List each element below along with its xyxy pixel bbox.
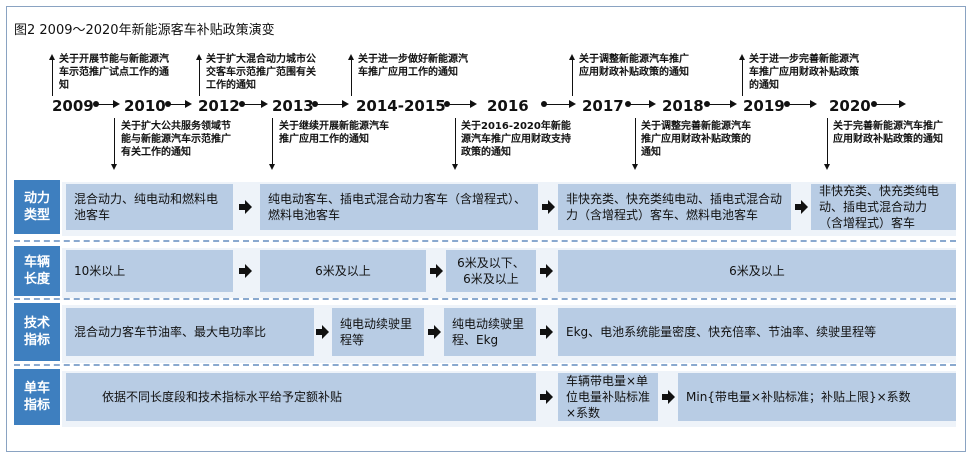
timeline-arrow xyxy=(93,100,120,108)
down-arrow-2013 xyxy=(269,118,275,170)
year-2018: 2018 xyxy=(662,97,704,115)
up-arrow-2017 xyxy=(569,54,575,96)
right-arrow-icon xyxy=(239,264,253,278)
right-arrow-icon xyxy=(662,390,676,404)
right-arrow-icon xyxy=(540,264,554,278)
year-2016: 2016 xyxy=(487,97,529,115)
down-arrow-2020 xyxy=(824,118,830,170)
year-2012: 2012 xyxy=(198,97,240,115)
right-arrow-icon xyxy=(795,200,809,214)
timeline-arrow xyxy=(444,100,477,108)
power-type-cell-1: 混合动力、纯电动和燃料电池客车 xyxy=(66,184,233,230)
year-2010: 2010 xyxy=(124,97,166,115)
row-label-tech-index: 技术 指标 xyxy=(14,303,60,361)
power-type-cell-4: 非快充类、快充类纯电动、插电式混合动力（含增程式）客车 xyxy=(811,184,956,230)
timeline-arrow xyxy=(541,100,576,108)
figure-title: 图2 2009～2020年新能源客车补贴政策演变 xyxy=(14,23,275,38)
right-arrow-icon xyxy=(239,200,253,214)
policy-note-2009: 关于开展节能与新能源汽车示范推广试点工作的通知 xyxy=(59,54,169,91)
timeline-arrow xyxy=(871,100,906,108)
policy-note-2014-2015: 关于进一步做好新能源汽车推广应用工作的通知 xyxy=(358,54,468,78)
timeline-arrow xyxy=(704,100,737,108)
year-2020: 2020 xyxy=(829,97,871,115)
per-vehicle-cell-3: Min{带电量×补贴标准；补贴上限}×系数 xyxy=(678,373,956,421)
timeline-arrow xyxy=(312,100,349,108)
policy-note-2020: 关于完善新能源汽车推广应用财政补贴政策的通知 xyxy=(833,121,943,145)
tech-index-cell-1: 混合动力客车节油率、最大电功率比 xyxy=(66,308,314,356)
down-arrow-2010 xyxy=(111,118,117,170)
timeline-arrow xyxy=(165,100,192,108)
tech-index-cell-2: 纯电动续驶里程等 xyxy=(332,308,424,356)
timeline-arrow xyxy=(784,100,817,108)
row-separator xyxy=(14,364,956,366)
row-separator xyxy=(14,298,956,300)
timeline-arrow xyxy=(625,100,656,108)
policy-note-2012: 关于扩大混合动力城市公交客车示范推广范围有关工作的通知 xyxy=(206,54,316,91)
year-2013: 2013 xyxy=(272,97,314,115)
year-2019: 2019 xyxy=(743,97,785,115)
power-type-cell-3: 非快充类、快充类纯电动、插电式混合动力（含增程式）客车、燃料电池客车 xyxy=(558,184,791,230)
policy-note-2017: 关于调整新能源汽车推广应用财政补贴政策的通知 xyxy=(579,54,689,78)
right-arrow-icon xyxy=(428,325,442,339)
vehicle-length-cell-2: 6米及以上 xyxy=(260,250,426,292)
right-arrow-icon xyxy=(542,200,556,214)
right-arrow-icon xyxy=(316,325,330,339)
row-separator xyxy=(14,240,956,242)
tech-index-cell-3: 纯电动续驶里程、Ekg xyxy=(444,308,536,356)
up-arrow-2019 xyxy=(739,54,745,96)
right-arrow-icon xyxy=(430,264,444,278)
power-type-cell-2: 纯电动客车、插电式混合动力客车（含增程式）、燃料电池客车 xyxy=(260,184,538,230)
right-arrow-icon xyxy=(540,390,554,404)
row-label-per-vehicle: 单车 指标 xyxy=(14,369,60,425)
policy-note-2016: 关于2016-2020年新能源汽车推广应用财政支持政策的通知 xyxy=(461,121,571,158)
policy-note-2010: 关于扩大公共服务领域节能与新能源汽车示范推广有关工作的通知 xyxy=(121,121,231,158)
per-vehicle-cell-2: 车辆带电量×单位电量补贴标准×系数 xyxy=(558,373,658,421)
row-label-vehicle-length: 车辆 长度 xyxy=(14,246,60,296)
year-2014-2015: 2014-2015 xyxy=(356,97,446,115)
tech-index-cell-4: Ekg、电池系统能量密度、快充倍率、节油率、续驶里程等 xyxy=(558,308,956,356)
vehicle-length-cell-3: 6米及以下、6米及以上 xyxy=(446,250,536,292)
right-arrow-icon xyxy=(540,325,554,339)
policy-note-2018: 关于调整完善新能源汽车推广应用财政补贴政策的通知 xyxy=(641,121,751,158)
policy-note-2013: 关于继续开展新能源汽车推广应用工作的通知 xyxy=(279,121,389,145)
down-arrow-2018 xyxy=(632,118,638,170)
policy-note-2019: 关于进一步完善新能源汽车推广应用财政补贴政策的通知 xyxy=(749,54,859,91)
up-arrow-2009 xyxy=(49,54,55,96)
timeline-arrow xyxy=(239,100,268,108)
vehicle-length-cell-4: 6米及以上 xyxy=(558,250,956,292)
row-label-power-type: 动力 类型 xyxy=(14,180,60,234)
up-arrow-2012 xyxy=(196,54,202,96)
vehicle-length-cell-1: 10米以上 xyxy=(66,250,233,292)
up-arrow-2014-2015 xyxy=(348,54,354,96)
down-arrow-2016 xyxy=(452,118,458,170)
per-vehicle-cell-1: 依据不同长度段和技术指标水平给予定额补贴 xyxy=(66,373,536,421)
year-2017: 2017 xyxy=(582,97,624,115)
year-2009: 2009 xyxy=(52,97,94,115)
